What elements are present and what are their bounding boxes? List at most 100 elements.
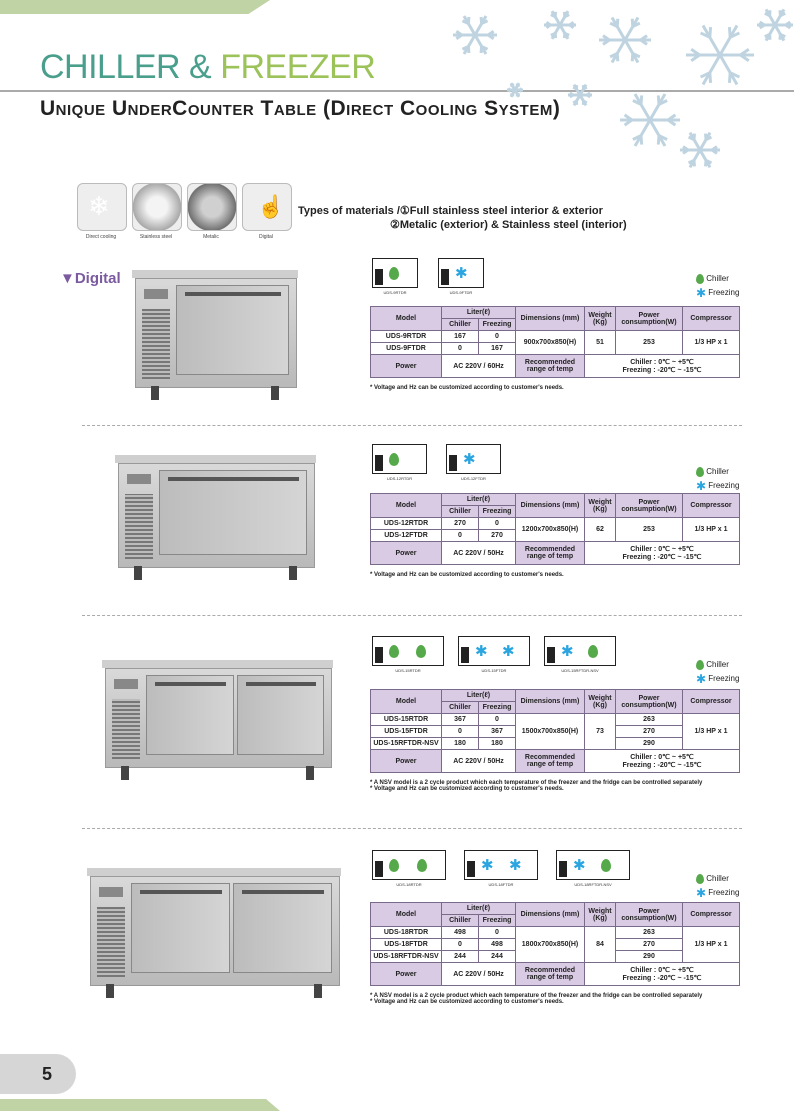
th-freezing: Freezing	[478, 318, 516, 331]
freezing-icon: ✱	[696, 672, 707, 686]
temp-chiller: Chiller : 0℃ ~ +5℃	[630, 359, 694, 366]
cell-freezing: 180	[478, 737, 516, 750]
config-label: UDS-9RTDR	[383, 290, 407, 295]
th-compressor: Compressor	[682, 689, 740, 714]
compressor-block	[375, 455, 383, 471]
page-subtitle: Unique UnderCounter Table (Direct Coolin…	[40, 97, 561, 120]
th-power: Power	[370, 541, 442, 565]
cabinet-leg	[151, 386, 159, 400]
config-diagram: ✱✱	[458, 636, 530, 666]
cell-chiller: 0	[441, 342, 479, 355]
config-label: UDS-15RTDR	[395, 668, 421, 673]
th-chiller: Chiller	[441, 318, 479, 331]
th-freezing: Freezing	[478, 914, 516, 927]
th-freezing: Freezing	[478, 505, 516, 518]
footnotes: * Voltage and Hz can be customized accor…	[370, 385, 770, 391]
temp-chiller: Chiller : 0℃ ~ +5℃	[630, 754, 694, 761]
section-divider	[82, 425, 742, 426]
page-number: 5	[0, 1054, 76, 1094]
th-power-consumption: Power consumption(W)	[615, 902, 683, 927]
th-temp: Recommended range of temp	[515, 962, 585, 986]
temp-chiller: Chiller : 0℃ ~ +5℃	[630, 967, 694, 974]
legend-chiller: Chiller	[696, 872, 739, 886]
th-dimensions: Dimensions (mm)	[515, 306, 585, 331]
cabinet-leg	[271, 386, 279, 400]
cell-power: AC 220V / 50Hz	[441, 541, 516, 565]
countertop	[132, 270, 298, 278]
material-label: Digital	[259, 234, 273, 240]
config-diagram	[372, 850, 446, 880]
chiller-icon	[696, 659, 704, 670]
cell-freezing: 244	[478, 950, 516, 963]
cell-power: AC 220V / 60Hz	[441, 354, 516, 378]
th-model: Model	[370, 493, 442, 518]
footnote: * A NSV model is a 2 cycle product which…	[370, 780, 703, 786]
cell-freezing: 498	[478, 938, 516, 951]
cabinet-door	[233, 883, 332, 973]
chiller-icon	[417, 859, 427, 872]
chiller-icon	[389, 645, 399, 658]
th-temp: Recommended range of temp	[515, 354, 585, 378]
legend: Chiller✱ Freezing	[696, 272, 739, 300]
cell-compressor: 1/3 HP x 1	[682, 713, 740, 750]
freezing-icon: ✱	[561, 643, 574, 660]
th-dimensions: Dimensions (mm)	[515, 493, 585, 518]
config-label: UDS-18FTDR	[488, 882, 514, 887]
freezing-icon: ✱	[455, 265, 468, 282]
cell-freezing: 270	[478, 529, 516, 542]
product-image	[102, 660, 333, 780]
cell-dimensions: 1800x700x850(H)	[515, 926, 585, 963]
cell-power-w: 290	[615, 950, 683, 963]
config-diagram: ✱	[544, 636, 616, 666]
cell-weight: 51	[584, 330, 616, 355]
chiller-icon	[416, 645, 426, 658]
cabinet-door	[146, 675, 234, 755]
chiller-icon	[601, 859, 611, 872]
legend-freezing: ✱ Freezing	[696, 672, 740, 686]
config-diagram	[372, 636, 444, 666]
freezing-icon: ✱	[509, 857, 522, 874]
cell-weight: 84	[584, 926, 616, 963]
cell-model: UDS-9FTDR	[370, 342, 442, 355]
config-label: UDS-15FTDR	[481, 668, 507, 673]
th-compressor: Compressor	[682, 493, 740, 518]
cabinet-door	[131, 883, 230, 973]
cell-model: UDS-12RTDR	[370, 517, 442, 530]
chiller-icon	[588, 645, 598, 658]
legend: Chiller✱ Freezing	[696, 658, 739, 686]
cell-model: UDS-9RTDR	[370, 330, 442, 343]
freezing-icon: ✱	[573, 857, 586, 874]
cell-freezing: 367	[478, 725, 516, 738]
config-label: UDS-9FTDR	[449, 290, 473, 295]
footnotes: * Voltage and Hz can be customized accor…	[370, 572, 770, 578]
th-liter: Liter(ℓ)	[441, 902, 516, 915]
cabinet-leg	[106, 984, 114, 998]
th-weight: Weight (Kg)	[584, 902, 616, 927]
material-label: Stainless steel	[139, 234, 173, 240]
cell-freezing: 0	[478, 517, 516, 530]
temp-freezing: Freezing : -20℃ ~ -15℃	[622, 554, 702, 561]
door-handle	[168, 477, 299, 481]
cell-power: AC 220V / 50Hz	[441, 749, 516, 773]
product-image	[87, 868, 341, 998]
footnotes: * A NSV model is a 2 cycle product which…	[370, 993, 770, 1005]
th-power-consumption: Power consumption(W)	[615, 689, 683, 714]
cabinet-door	[176, 285, 289, 375]
countertop	[115, 455, 316, 463]
compressor-block	[467, 861, 475, 877]
cell-model: UDS-18RFTDR-NSV	[370, 950, 442, 963]
vent-grille	[112, 699, 140, 759]
th-chiller: Chiller	[441, 505, 479, 518]
cell-weight: 62	[584, 517, 616, 542]
cell-freezing: 0	[478, 926, 516, 939]
config-diagram: ✱	[556, 850, 630, 880]
cabinet-leg	[121, 766, 129, 780]
